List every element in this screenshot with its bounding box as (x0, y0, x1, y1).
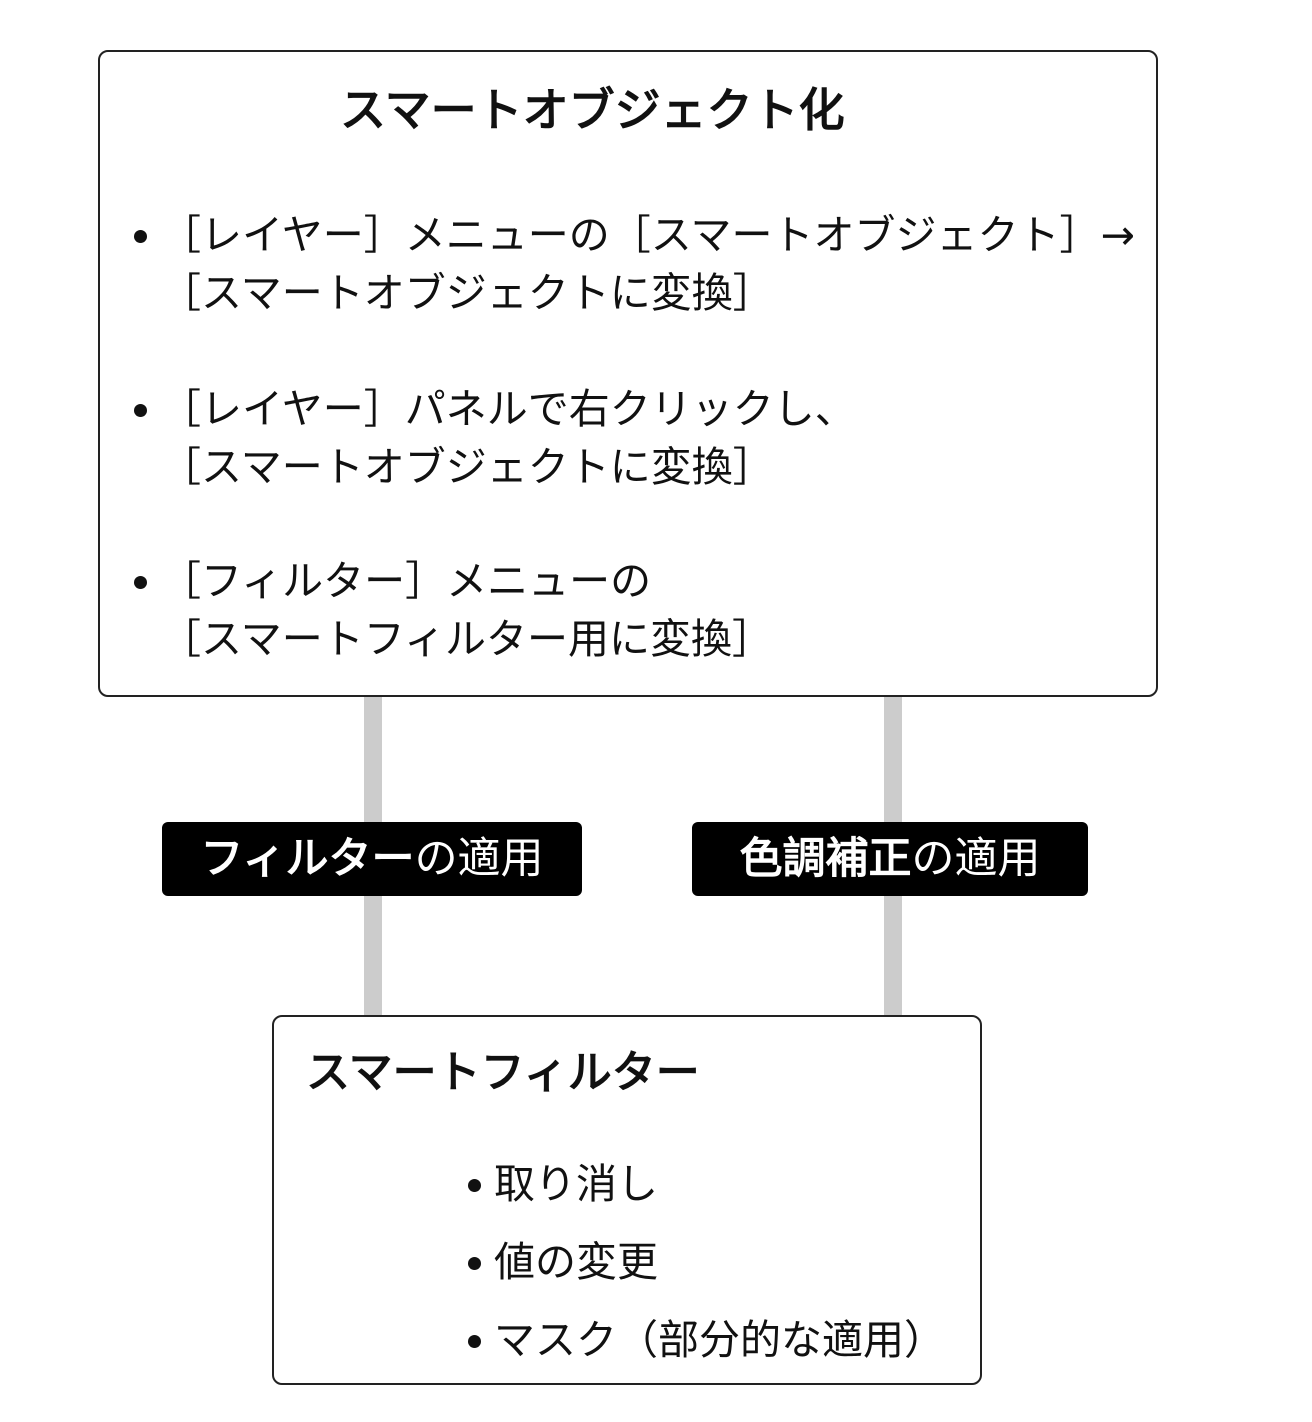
smart-filter-item: 取り消し (468, 1145, 945, 1223)
smart-filter-item: 値の変更 (468, 1223, 945, 1301)
item-3-line-1: ［フィルター］メニューの (160, 557, 652, 605)
bullet-dot (134, 230, 147, 243)
item-3-line-2: ［スマートフィルター用に変換］ (160, 615, 773, 663)
item-1-line-1: ［レイヤー］メニューの［スマートオブジェクト］→ (160, 211, 1135, 259)
smart-object-title: スマートオブジェクト化 (340, 83, 845, 137)
bullet-dot (468, 1257, 481, 1270)
item-2-line-2: ［スマートオブジェクトに変換］ (160, 443, 774, 491)
tone-label-strong: 色調補正 (739, 834, 912, 884)
smart-object-item-1: ［レイヤー］メニューの［スマートオブジェクト］→ ［スマートオブジェクトに変換］ (134, 206, 1135, 322)
item-1-line-2: ［スマートオブジェクトに変換］ (160, 269, 774, 317)
bullet-dot (468, 1179, 481, 1192)
tone-correction-label: 色調補正の適用 (692, 822, 1088, 896)
smart-object-item-3: ［フィルター］メニューの ［スマートフィルター用に変換］ (134, 552, 773, 668)
smart-filter-items: 取り消し 値の変更 マスク（部分的な適用） (468, 1145, 945, 1379)
smart-filter-box: スマートフィルター 取り消し 値の変更 マスク（部分的な適用） (272, 1015, 982, 1385)
tone-label-weak: の適用 (911, 834, 1041, 884)
bullet-dot (468, 1335, 481, 1348)
item-2-line-1: ［レイヤー］パネルで右クリックし、 (160, 385, 856, 433)
filter-label-weak: の適用 (414, 834, 544, 884)
smart-filter-item: マスク（部分的な適用） (468, 1301, 945, 1379)
filter-label-strong: フィルター (200, 834, 415, 884)
smart-filter-title: スマートフィルター (306, 1047, 700, 1098)
bullet-dot (134, 404, 147, 417)
filter-apply-label: フィルターの適用 (162, 822, 582, 896)
bullet-dot (134, 576, 147, 589)
smart-object-item-2: ［レイヤー］パネルで右クリックし、 ［スマートオブジェクトに変換］ (134, 380, 856, 496)
smart-object-box: スマートオブジェクト化 ［レイヤー］メニューの［スマートオブジェクト］→ ［スマ… (98, 50, 1158, 697)
